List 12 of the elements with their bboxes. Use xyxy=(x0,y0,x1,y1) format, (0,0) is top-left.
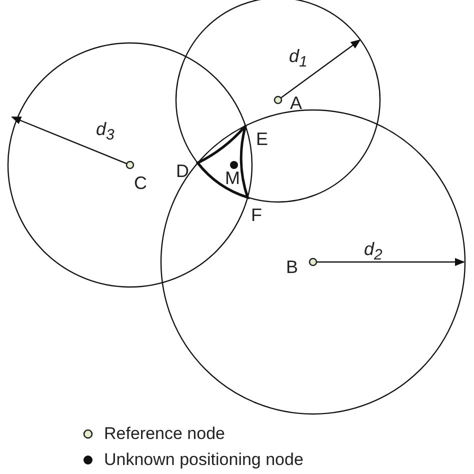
point-label: C xyxy=(134,174,147,192)
point-label: D xyxy=(176,162,189,180)
legend-label: Unknown positioning node xyxy=(104,451,304,468)
point-label: E xyxy=(256,130,268,148)
point-label: M xyxy=(225,169,240,187)
distance-label: d$_{2}$ xyxy=(364,240,382,263)
legend-label: Reference node xyxy=(104,425,225,442)
point-label: B xyxy=(286,258,298,276)
point-label: A xyxy=(290,94,302,112)
point-label: F xyxy=(251,206,262,224)
distance-label: d$_{1}$ xyxy=(289,47,308,70)
distance-label: d$_{3}$ xyxy=(96,120,114,143)
